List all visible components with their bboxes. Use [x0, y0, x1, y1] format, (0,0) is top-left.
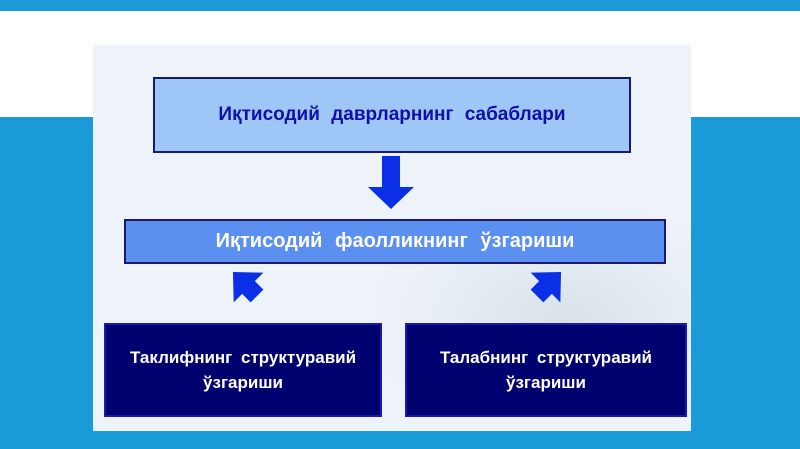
arrow-up-left-icon [530, 271, 562, 303]
supply-change-box-line2: ўзгариши [203, 373, 283, 392]
arrow-up-right-icon [232, 271, 264, 303]
supply-change-box-line1: Таклифнинг структуравий [129, 348, 357, 367]
causes-box: Иқтисодий даврларнинг сабаблари [153, 77, 631, 153]
demand-change-box-line1: Талабнинг структуравий [439, 348, 653, 367]
economic-activity-box: Иқтисодий фаолликнинг ўзгариши [124, 219, 666, 264]
causes-box-label: Иқтисодий даврларнинг сабаблари [218, 104, 566, 125]
demand-change-box-line2: ўзгариши [506, 373, 586, 392]
top-accent-band [0, 0, 800, 11]
arrow-down-icon [368, 156, 414, 209]
demand-change-box: Талабнинг структуравий ўзгариши [405, 323, 687, 417]
economic-activity-box-label: Иқтисодий фаолликнинг ўзгариши [215, 230, 575, 252]
supply-change-box: Таклифнинг структуравий ўзгариши [104, 323, 382, 417]
